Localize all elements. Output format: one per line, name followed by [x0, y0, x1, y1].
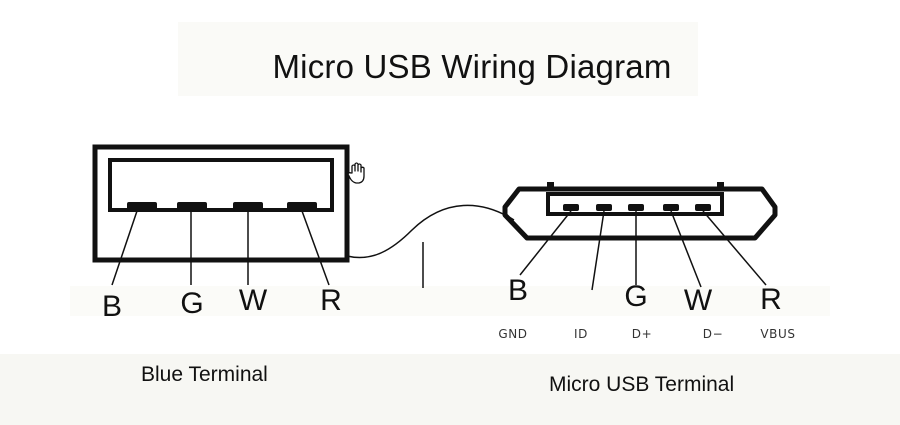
- blue-lead-b: [111, 210, 138, 286]
- micro-lead-dminus: [670, 210, 702, 288]
- micro-connector-inner: [546, 192, 724, 216]
- micro-latch-left: [547, 182, 554, 189]
- micro-latch-right: [717, 182, 724, 189]
- blue-pin-label-b: B: [101, 290, 123, 323]
- micro-usb-terminal-caption: Micro USB Terminal: [549, 373, 735, 396]
- micro-lead-gnd: [519, 210, 572, 276]
- micro-pin-label-r: R: [760, 283, 782, 316]
- micro-pin-name-vbus: VBUS: [760, 327, 796, 341]
- micro-pad-dplus: [628, 204, 644, 211]
- label-band: [70, 286, 830, 316]
- blue-terminal-caption: Blue Terminal: [141, 363, 268, 386]
- micro-pin-name-dplus: D+: [631, 327, 653, 341]
- cable: [346, 204, 515, 259]
- hand-cursor-icon: [347, 162, 365, 184]
- micro-pad-dminus: [663, 204, 679, 211]
- blue-terminal-connector: [92, 144, 350, 286]
- blue-pad-g: [177, 202, 207, 211]
- micro-pin-label-w: W: [683, 284, 713, 317]
- micro-connector-outer: [502, 186, 778, 241]
- micro-pad-gnd: [563, 204, 579, 211]
- micro-pin-label-g: G: [624, 280, 648, 313]
- micro-usb-connector: [502, 182, 778, 291]
- blue-pin-label-w: W: [238, 284, 268, 317]
- blue-pin-label-r: R: [320, 284, 342, 317]
- micro-pin-label-b: B: [507, 274, 529, 307]
- title-band: [178, 22, 698, 96]
- micro-pad-vbus: [695, 204, 711, 211]
- micro-lead-vbus: [702, 210, 767, 286]
- micro-pin-name-gnd: GND: [498, 327, 528, 341]
- blue-pad-w: [233, 202, 263, 211]
- caption-band: [0, 354, 900, 425]
- micro-lead-id: [591, 210, 605, 291]
- blue-connector-inner: [108, 158, 334, 212]
- blue-pad-r: [287, 202, 317, 211]
- diagram-title: Micro USB Wiring Diagram: [272, 48, 672, 85]
- blue-lead-r: [301, 210, 330, 286]
- blue-pad-b: [127, 202, 157, 211]
- micro-pad-id: [596, 204, 612, 211]
- blue-pin-label-g: G: [180, 287, 204, 320]
- micro-pin-name-dminus: D−: [702, 327, 724, 341]
- micro-pin-name-id: ID: [574, 327, 588, 341]
- blue-connector-outer: [92, 144, 350, 263]
